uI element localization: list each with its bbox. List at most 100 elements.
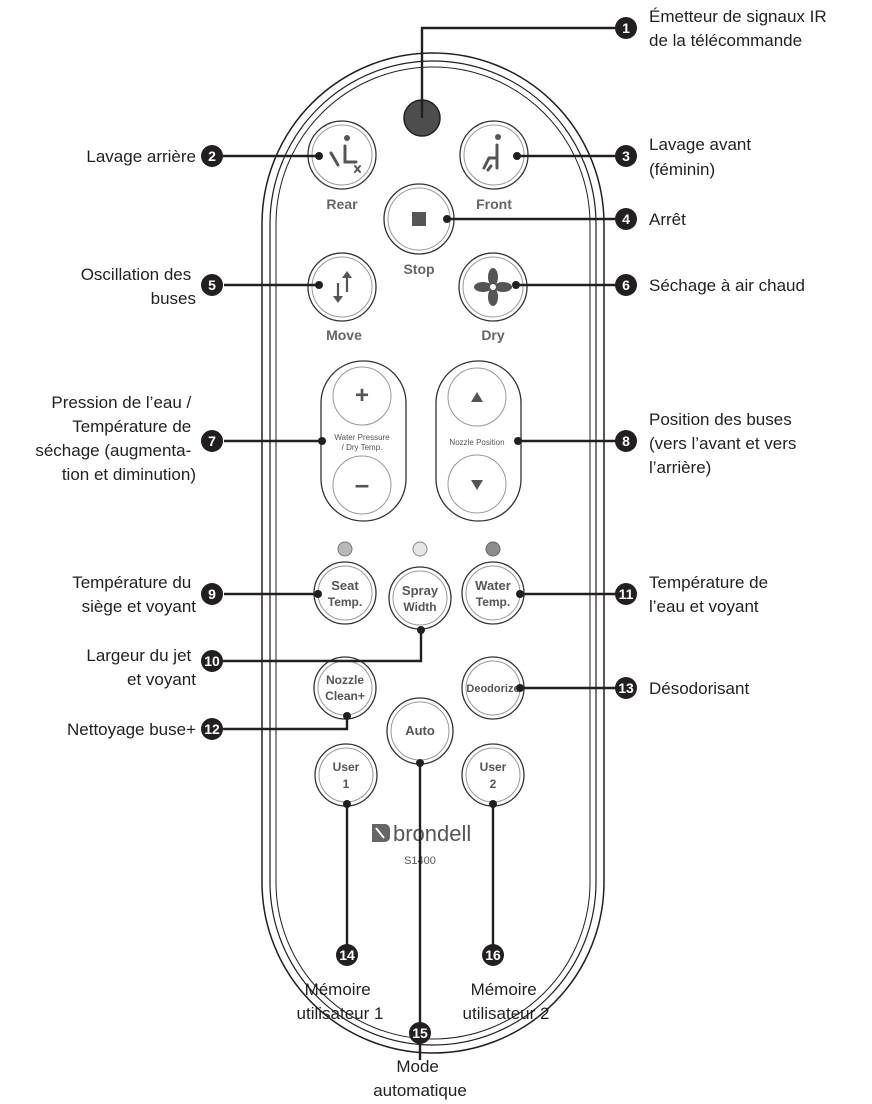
svg-text:6: 6: [622, 277, 630, 293]
svg-text:1: 1: [622, 20, 630, 36]
callout-6-text: Séchage à air chaud: [649, 276, 805, 295]
nozzle-clean-label-2: Clean+: [325, 689, 365, 703]
dry-temp-label: / Dry Temp.: [342, 443, 383, 452]
brand-name: brondell: [393, 821, 471, 846]
svg-text:5: 5: [208, 277, 216, 293]
remote-inner-outline: [275, 66, 591, 1040]
svg-text:16: 16: [485, 947, 501, 963]
callout-badge-13: 13: [615, 677, 637, 699]
callout-1-text: Émetteur de signaux IR de la télécommand…: [649, 7, 831, 50]
rear-wash-icon: [329, 135, 361, 173]
move-button[interactable]: [307, 252, 377, 322]
plus-icon: +: [355, 382, 369, 409]
callout-15-text: Mode automatique: [373, 1057, 467, 1100]
svg-text:4: 4: [622, 211, 630, 227]
water-temp-indicator: [485, 541, 501, 557]
remote-body: [269, 60, 597, 1046]
water-pressure-increase-button[interactable]: +: [332, 366, 392, 426]
dry-button[interactable]: [458, 252, 528, 322]
seat-temp-label-2: Temp.: [328, 595, 362, 609]
callout-3-text: Lavage avant (féminin): [649, 135, 756, 179]
callout-badge-14: 14: [336, 944, 358, 966]
nozzle-position-label: Nozzle Position: [449, 438, 504, 447]
callout-badge-9: 9: [201, 583, 223, 605]
callout-badge-6: 6: [615, 274, 637, 296]
svg-text:3: 3: [622, 148, 630, 164]
front-label: Front: [476, 196, 512, 212]
stop-label: Stop: [403, 261, 434, 277]
water-temp-label-1: Water: [475, 578, 511, 593]
callout-13-text: Désodorisant: [649, 679, 749, 698]
nozzle-forward-button[interactable]: [447, 367, 507, 427]
oscillate-arrows-icon: [333, 271, 352, 303]
front-wash-icon: [482, 134, 501, 172]
user1-label-1: User: [333, 760, 360, 774]
fan-icon: [474, 268, 512, 306]
svg-text:15: 15: [412, 1025, 428, 1041]
callout-16-text: Mémoire utilisateur 2: [463, 980, 550, 1023]
triangle-up-icon: [471, 392, 483, 402]
spray-width-button[interactable]: Spray Width: [388, 566, 452, 630]
callout-badge-12: 12: [201, 718, 223, 740]
spray-width-indicator: [412, 541, 428, 557]
callout-badge-4: 4: [615, 208, 637, 230]
user2-button[interactable]: User 2: [461, 743, 525, 807]
svg-text:10: 10: [204, 653, 220, 669]
spray-width-label-2: Width: [403, 600, 436, 614]
water-temp-button[interactable]: Water Temp.: [461, 561, 525, 625]
brand-logo-icon: [372, 824, 390, 842]
water-temp-label-2: Temp.: [476, 595, 510, 609]
callout-10-text: Largeur du jet et voyant: [86, 646, 196, 689]
seat-temp-label-1: Seat: [331, 578, 359, 593]
rear-label: Rear: [326, 196, 358, 212]
nozzle-clean-button[interactable]: Nozzle Clean+: [313, 656, 377, 720]
spray-width-label-1: Spray: [402, 583, 439, 598]
remote-outer-outline: [261, 52, 605, 1054]
callout-badge-15: 15: [409, 1022, 431, 1044]
user1-label-2: 1: [343, 777, 350, 791]
callout-12-text: Nettoyage buse+: [67, 720, 196, 739]
callout-8-text: Position des buses (vers l’avant et vers…: [649, 410, 801, 477]
auto-label: Auto: [405, 723, 435, 738]
dry-label: Dry: [481, 327, 505, 343]
callout-badge-11: 11: [615, 583, 637, 605]
svg-text:13: 13: [618, 680, 634, 696]
user2-label-2: 2: [490, 777, 497, 791]
callout-badge-10: 10: [201, 650, 223, 672]
svg-text:11: 11: [619, 586, 634, 602]
water-pressure-label: Water Pressure: [334, 433, 390, 442]
move-label: Move: [326, 327, 362, 343]
svg-text:14: 14: [339, 947, 355, 963]
front-button[interactable]: [459, 120, 529, 190]
stop-icon: [412, 212, 426, 226]
callout-11-text: Température de l’eau et voyant: [649, 573, 773, 616]
callout-5-text: Oscillation des buses: [81, 265, 196, 308]
callout-4-text: Arrêt: [649, 210, 686, 229]
leader-lines: [223, 26, 626, 1060]
callout-badge-5: 5: [201, 274, 223, 296]
callout-badge-16: 16: [482, 944, 504, 966]
nozzle-backward-button[interactable]: [447, 454, 507, 514]
callout-badge-7: 7: [201, 430, 223, 452]
seat-temp-button[interactable]: Seat Temp.: [313, 561, 377, 625]
callout-badge-2: 2: [201, 145, 223, 167]
triangle-down-icon: [471, 480, 483, 490]
deodorize-button[interactable]: Deodorize: [461, 656, 525, 720]
svg-text:2: 2: [208, 148, 216, 164]
callout-7-text: Pression de l’eau / Température de sécha…: [35, 393, 196, 484]
callout-badge-8: 8: [615, 430, 637, 452]
auto-button[interactable]: Auto: [386, 697, 454, 765]
callout-2-text: Lavage arrière: [86, 147, 196, 166]
leader-dots: [314, 152, 524, 808]
minus-icon: –: [355, 469, 369, 499]
nozzle-clean-label-1: Nozzle: [326, 673, 364, 687]
user1-button[interactable]: User 1: [314, 743, 378, 807]
callout-9-text: Température du siège et voyant: [72, 573, 196, 616]
user2-label-1: User: [480, 760, 507, 774]
water-pressure-decrease-button[interactable]: –: [332, 455, 392, 515]
svg-text:9: 9: [208, 586, 216, 602]
deodorize-label: Deodorize: [466, 683, 519, 695]
svg-text:12: 12: [204, 721, 220, 737]
callout-14-text: Mémoire utilisateur 1: [297, 980, 384, 1023]
